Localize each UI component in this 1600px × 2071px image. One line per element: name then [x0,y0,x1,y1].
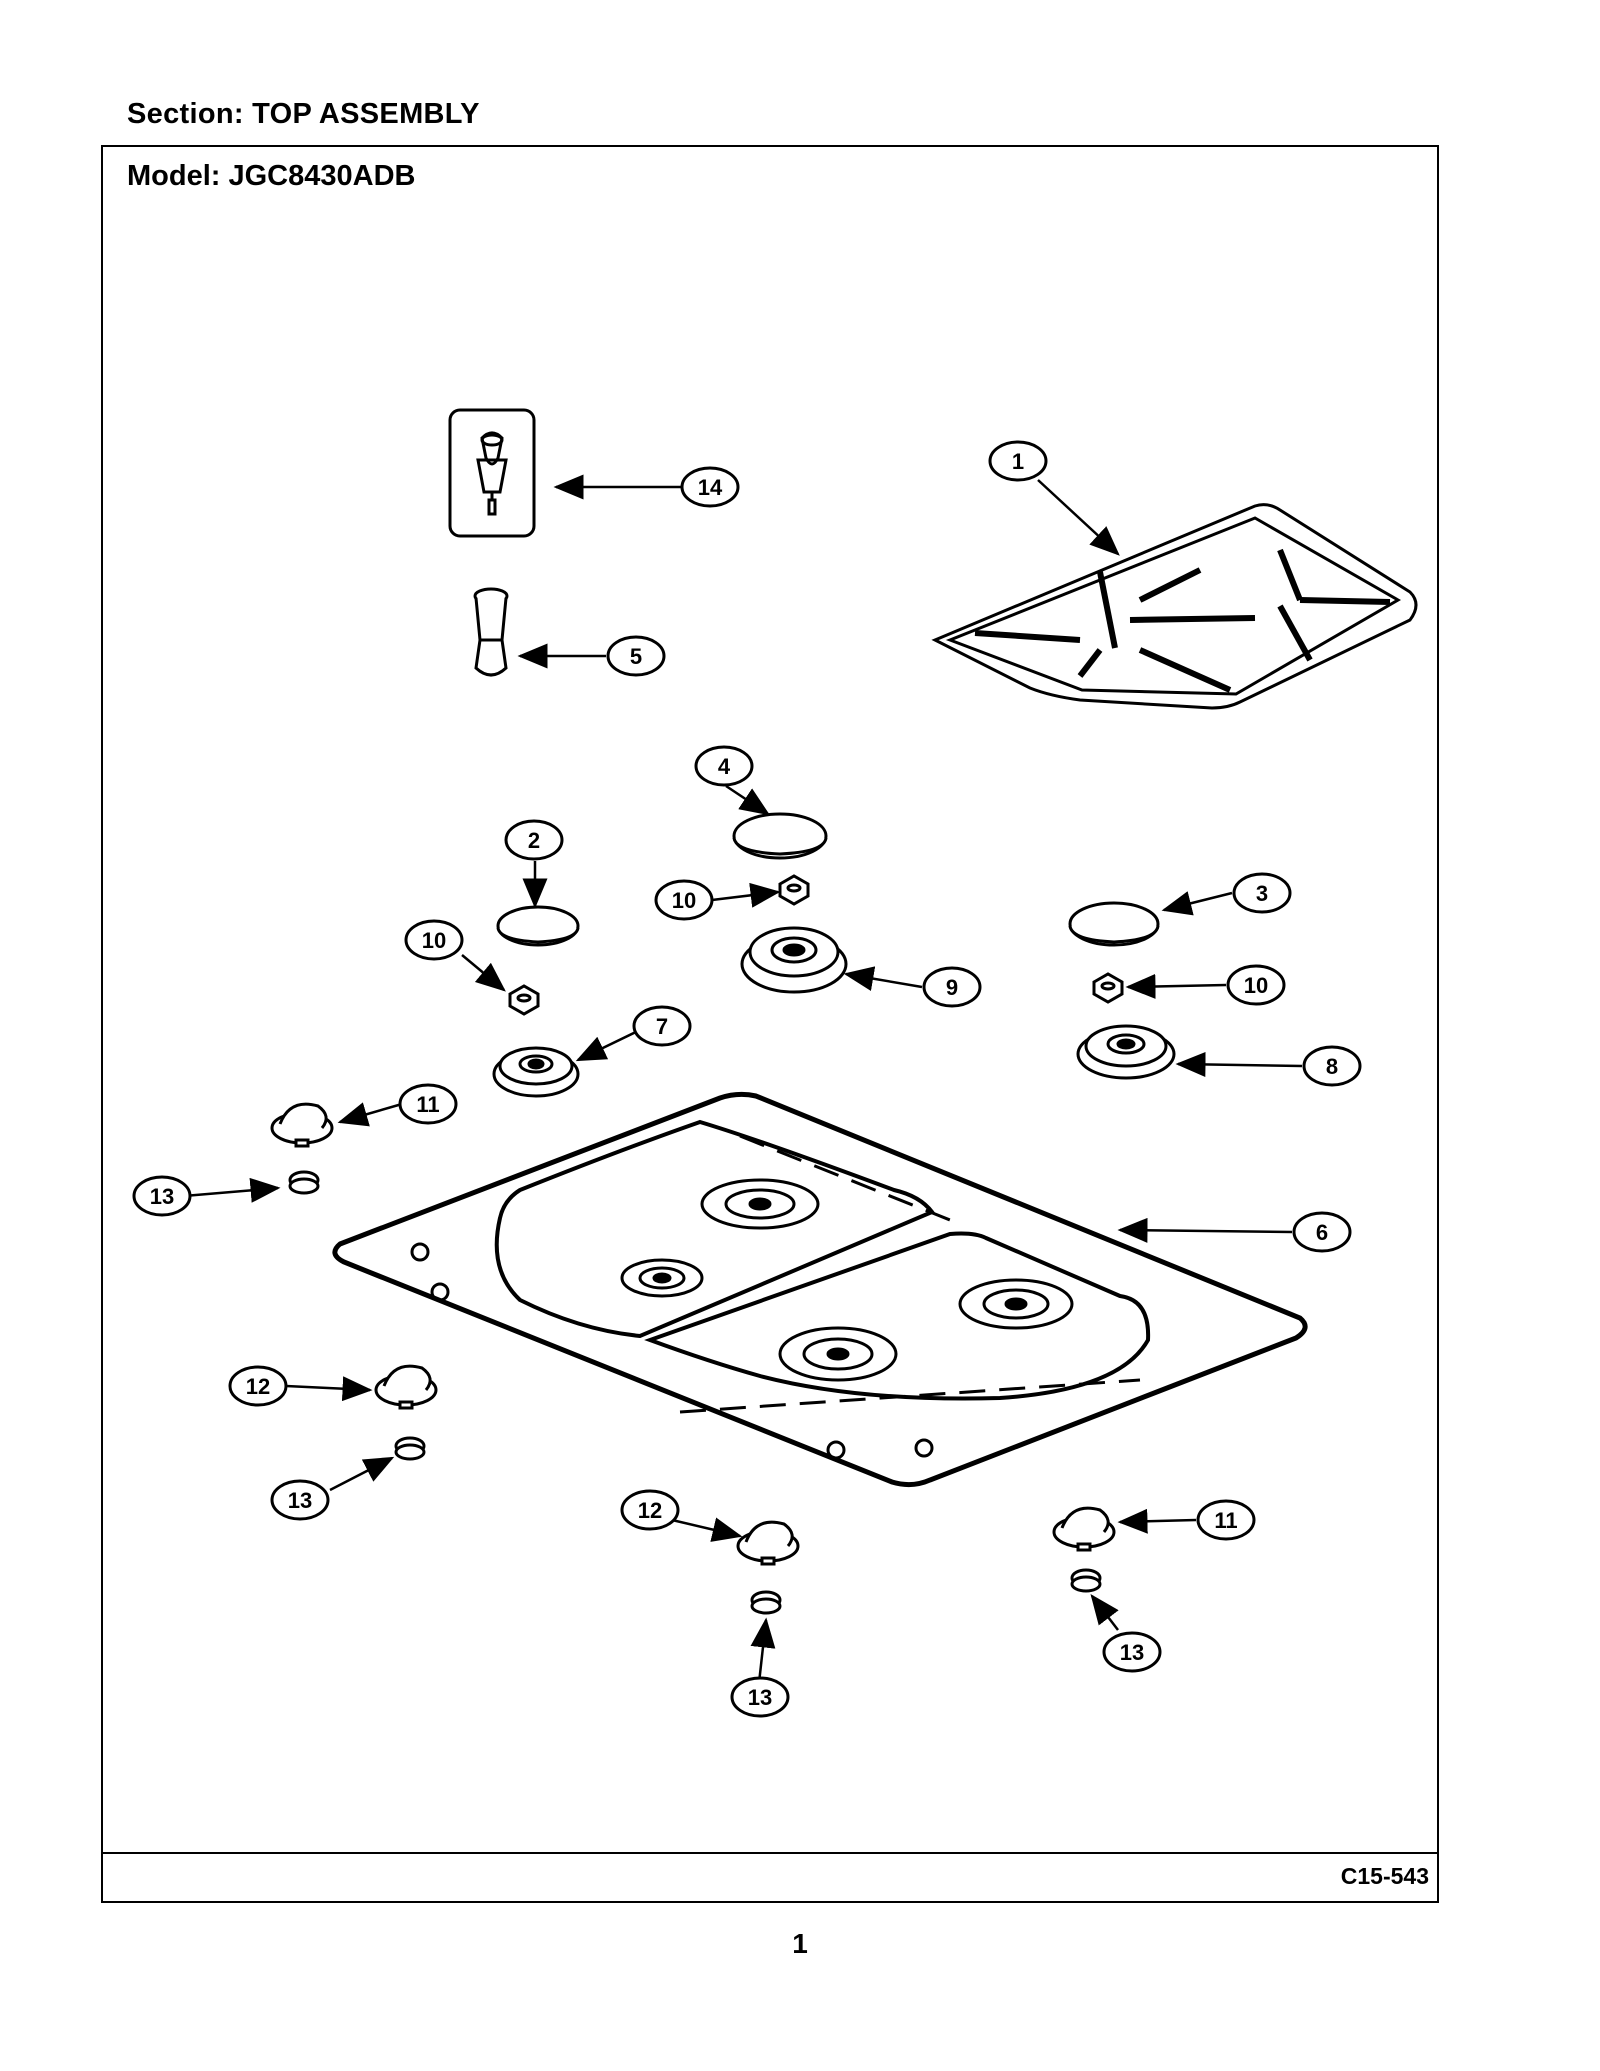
svg-text:5: 5 [630,644,642,669]
part-12-control-knob [374,1364,438,1410]
diagram-code: C15-543 [1340,1863,1429,1889]
callout-11: 11 [1196,1499,1256,1541]
part-10-nut [1092,972,1124,1004]
callout-13: 13 [730,1676,790,1718]
svg-text:1: 1 [1012,449,1024,474]
svg-text:7: 7 [656,1014,668,1039]
svg-text:4: 4 [718,754,731,779]
callout-13: 13 [132,1175,192,1217]
part-13-bezel [750,1590,782,1615]
burner-ring-set [778,1326,898,1382]
svg-text:11: 11 [416,1092,439,1117]
svg-text:3: 3 [1256,881,1268,906]
part-14-knob-boxed [448,408,536,538]
svg-text:12: 12 [638,1498,662,1523]
svg-text:14: 14 [698,475,723,500]
part-6-cooktop [332,1091,1308,1488]
model-title: Model: JGC8430ADB [127,160,416,192]
footer-divider [101,1852,1439,1854]
callout-8: 8 [1302,1045,1362,1087]
burner-ring-set [620,1258,704,1298]
callout-5: 5 [606,635,666,677]
part-8-burner-base [1076,1024,1176,1080]
part-12-control-knob [736,1520,800,1566]
burner-ring-set [700,1178,820,1230]
part-7-burner-base [492,1046,580,1098]
callout-14: 14 [680,466,740,508]
callout-10: 10 [1226,964,1286,1006]
svg-text:10: 10 [672,888,696,913]
callout-13: 13 [270,1479,330,1521]
svg-text:13: 13 [748,1685,772,1710]
callout-2: 2 [504,819,564,861]
part-2-burner-cap [496,905,580,947]
svg-text:11: 11 [1214,1508,1237,1533]
burner-ring-set [958,1278,1074,1330]
part-4-burner-cap [732,812,828,860]
svg-text:8: 8 [1326,1054,1338,1079]
part-5-knob [473,587,509,677]
part-11-control-knob [270,1102,334,1148]
callout-3: 3 [1232,872,1292,914]
part-10-nut [778,874,810,906]
part-1-grate [931,503,1418,710]
svg-text:13: 13 [150,1184,174,1209]
callout-7: 7 [632,1005,692,1047]
part-13-bezel [288,1170,320,1195]
callout-9: 9 [922,966,982,1008]
part-11-control-knob [1052,1506,1116,1552]
svg-text:6: 6 [1316,1220,1328,1245]
part-13-bezel [1070,1568,1102,1593]
svg-text:10: 10 [1244,973,1268,998]
callout-10: 10 [404,919,464,961]
svg-text:13: 13 [1120,1640,1144,1665]
callout-12: 12 [228,1365,288,1407]
svg-text:10: 10 [422,928,446,953]
callout-6: 6 [1292,1211,1352,1253]
part-3-burner-cap [1068,901,1160,947]
part-9-burner-base [740,926,848,994]
callout-12: 12 [620,1489,680,1531]
callout-10: 10 [654,879,714,921]
svg-text:13: 13 [288,1488,312,1513]
callout-1: 1 [988,440,1048,482]
svg-text:2: 2 [528,828,540,853]
diagram-frame [101,145,1439,1903]
page-number: 1 [792,1928,808,1959]
callout-13: 13 [1102,1631,1162,1673]
leader-lines [183,474,1303,1693]
section-title: Section: TOP ASSEMBLY [127,98,480,130]
svg-text:12: 12 [246,1374,270,1399]
svg-text:9: 9 [946,975,958,1000]
part-13-bezel [394,1436,426,1461]
callout-11: 11 [398,1083,458,1125]
part-10-nut [508,984,540,1016]
callout-4: 4 [694,745,754,787]
